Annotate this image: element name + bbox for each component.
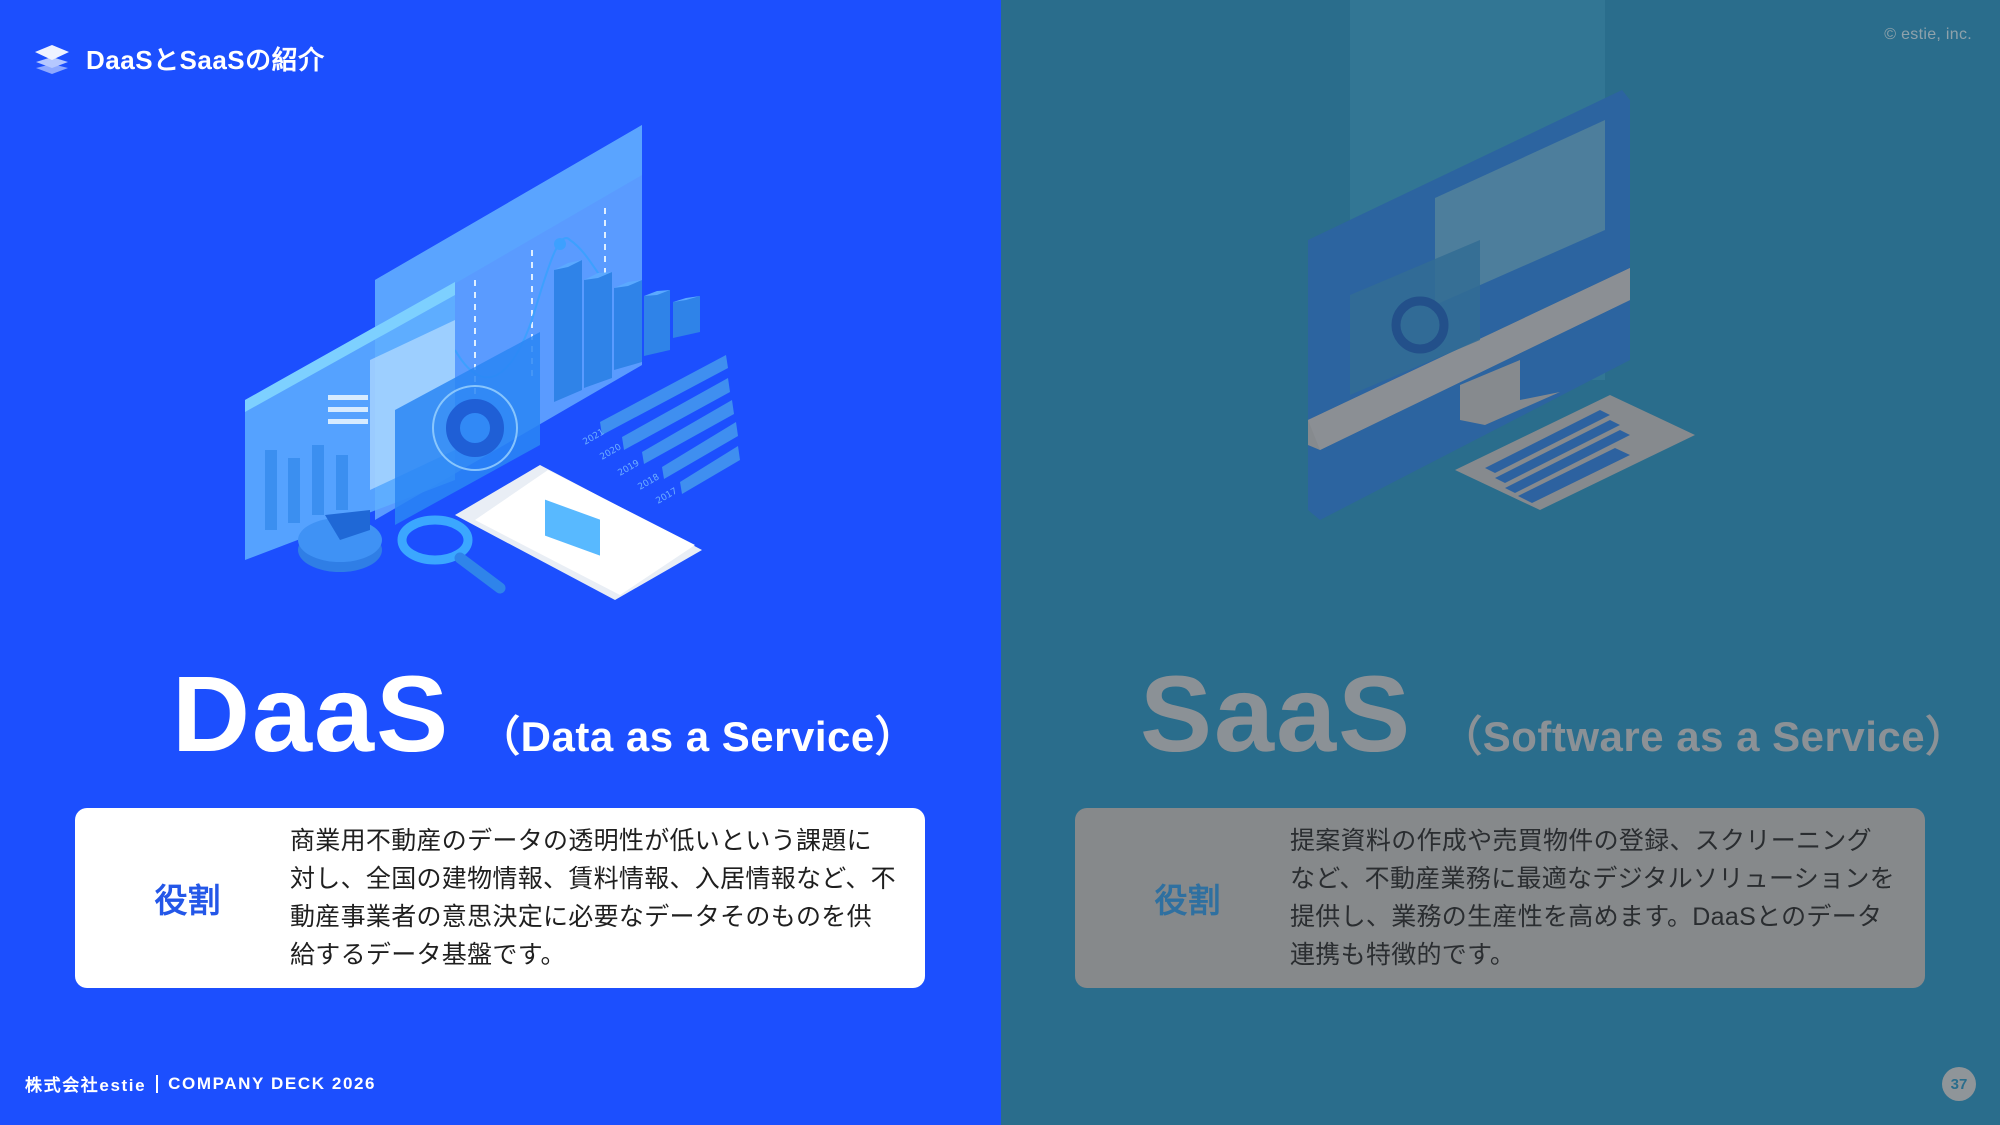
- saas-role-label: 役割: [1154, 882, 1221, 919]
- footer-separator: [156, 1074, 159, 1093]
- slide-title: DaaSとSaaSの紹介: [86, 45, 325, 75]
- svg-text:2020: 2020: [599, 442, 624, 462]
- svg-text:2021: 2021: [582, 427, 607, 447]
- copyright-notice: © estie, inc.: [1884, 26, 1972, 43]
- svg-text:2018: 2018: [637, 472, 662, 492]
- daas-role-label: 役割: [154, 882, 221, 919]
- footer-deck-title: COMPANY DECK 2026: [168, 1073, 377, 1093]
- slide-header: DaaSとSaaSの紹介: [32, 40, 325, 77]
- daas-role-description: 商業用不動産のデータの透明性が低いという課題に対し、全国の建物情報、賃料情報、入…: [290, 827, 896, 969]
- daas-subtitle: （Data as a Service）: [478, 713, 918, 760]
- svg-text:2019: 2019: [617, 458, 642, 478]
- saas-role-description: 提案資料の作成や売買物件の登録、スクリーニングなど、不動産業務に最適なデジタルソ…: [1290, 827, 1895, 969]
- desktop-computer-illustration: [1280, 0, 1730, 620]
- saas-heading: SaaS: [1140, 653, 1413, 774]
- daas-heading: DaaS: [172, 653, 451, 774]
- saas-title: SaaS （Software as a Service）: [1140, 660, 1968, 768]
- saas-subtitle: （Software as a Service）: [1440, 713, 1968, 760]
- daas-role-card: 役割 商業用不動産のデータの透明性が低いという課題に対し、全国の建物情報、賃料情…: [75, 808, 925, 988]
- daas-title: DaaS （Data as a Service）: [172, 660, 917, 768]
- footer: 株式会社estie COMPANY DECK 2026: [25, 1071, 376, 1096]
- data-dashboard-illustration: 2021 2020 2019 2018 2017: [230, 110, 770, 610]
- saas-role-card: 役割 提案資料の作成や売買物件の登録、スクリーニングなど、不動産業務に最適なデジ…: [1075, 808, 1925, 988]
- page-number-badge: 37: [1942, 1067, 1976, 1101]
- svg-text:2017: 2017: [655, 486, 680, 506]
- footer-company: 株式会社estie: [25, 1076, 147, 1095]
- layers-icon: [32, 42, 72, 76]
